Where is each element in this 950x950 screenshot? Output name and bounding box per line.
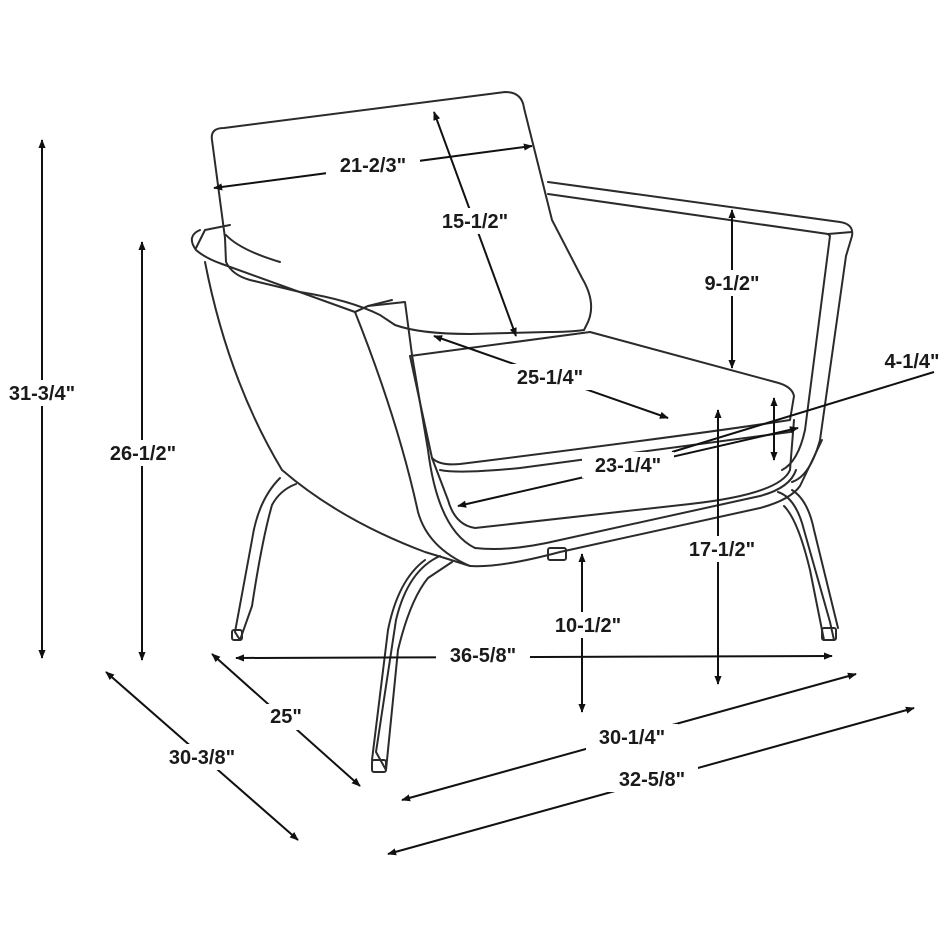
- left-rear-leg: [234, 477, 297, 641]
- base-width-label: 30-1/4": [599, 727, 665, 749]
- right-leg: [777, 491, 835, 641]
- left-shell-inner-panel: [354, 301, 476, 549]
- overall-base-width-label: 32-5/8": [619, 769, 685, 791]
- front-left-leg-inner: [371, 559, 426, 761]
- overall-width-label: 36-5/8": [450, 645, 516, 667]
- seat-width-front-label: 23-1/4": [595, 455, 661, 477]
- chair-illustration: [190, 91, 854, 773]
- dimension-labels: 31-3/4" 26-1/2" 21-2/3" 15-1/2" 9-1/2" 2…: [0, 152, 940, 792]
- left-arm-top: [195, 224, 231, 249]
- right-leg-foot: [821, 627, 837, 641]
- back-cushion-seam: [225, 234, 281, 263]
- left-arm-outer: [190, 229, 393, 313]
- right-arm-frame-outer: [547, 181, 854, 483]
- back-cushion: [210, 91, 593, 335]
- arm-height-label: 26-1/2": [110, 443, 176, 465]
- seat-cushion-top: [409, 331, 795, 466]
- right-arm-top-edge: [827, 231, 853, 235]
- seat-depth-label: 25": [270, 706, 302, 728]
- back-cushion-height-label: 15-1/2": [442, 211, 508, 233]
- seat-thickness-label: 4-1/4": [884, 351, 939, 373]
- left-arm-front-face: [354, 311, 471, 567]
- overall-height-label: 31-3/4": [9, 383, 75, 405]
- rear-left-leg-foot: [231, 629, 243, 641]
- seat-height-label: 17-1/2": [689, 539, 755, 561]
- seat-width-back-label: 25-1/4": [517, 367, 583, 389]
- left-shell-side: [204, 261, 471, 567]
- overall-width-arrow: [235, 652, 833, 662]
- ground-clearance-label: 10-1/2": [555, 615, 621, 637]
- back-height-label: 9-1/2": [704, 273, 759, 295]
- back-cushion-width-label: 21-2/3": [340, 155, 406, 177]
- center-foot-pad: [547, 547, 567, 561]
- overall-depth-label: 30-3/8": [169, 747, 235, 769]
- right-leg-inner: [791, 489, 839, 629]
- front-left-leg-foot: [371, 759, 387, 773]
